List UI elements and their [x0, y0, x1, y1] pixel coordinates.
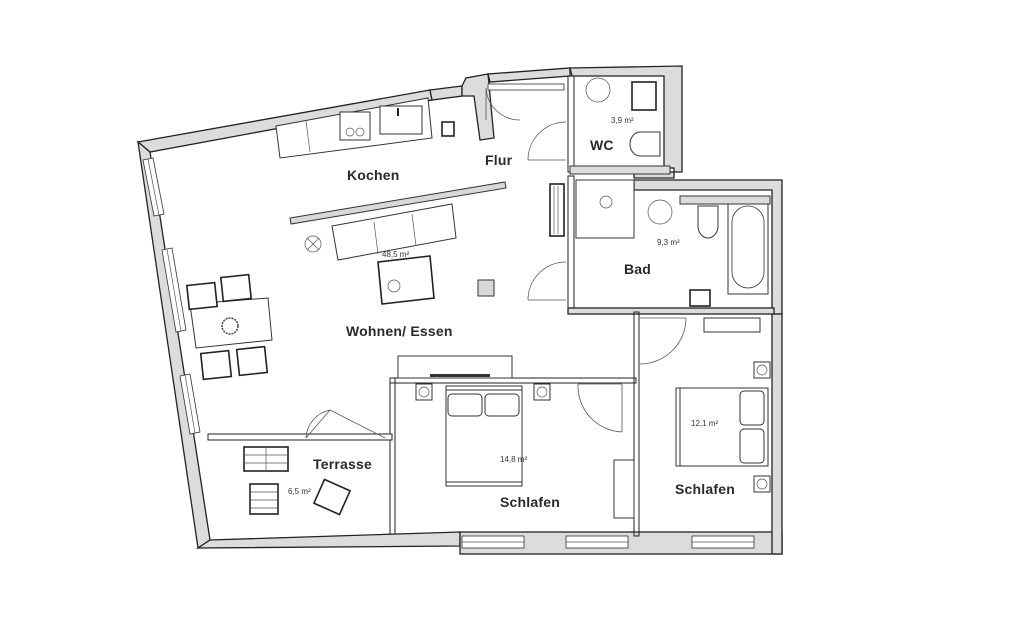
- room-label-schlafen-2: Schlafen: [675, 481, 735, 497]
- coffee-table: [377, 255, 495, 305]
- terrace-furniture: [243, 446, 352, 516]
- tv-board: [397, 355, 513, 379]
- room-area-bad: 9,3 m²: [657, 238, 680, 247]
- bad-fixtures: [575, 179, 771, 307]
- windows-left: [142, 157, 201, 435]
- outer-walls: [136, 65, 783, 555]
- windows-bottom: [461, 83, 755, 549]
- room-label-kochen: Kochen: [347, 167, 400, 183]
- room-label-bad: Bad: [624, 261, 652, 277]
- dining-table: [185, 273, 273, 381]
- room-label-wc: WC: [590, 137, 614, 153]
- sofa: [304, 203, 457, 261]
- room-label-terrasse: Terrasse: [313, 456, 372, 472]
- bed-double-2: [675, 317, 771, 493]
- room-area-schlafen-1: 14,8 m²: [500, 455, 528, 464]
- wc-fixtures: [585, 77, 661, 157]
- room-area-wc: 3,9 m²: [611, 116, 634, 125]
- shoe-rack: [441, 121, 565, 237]
- interior-walls: [207, 75, 775, 537]
- room-area-terrasse: 6,5 m²: [288, 487, 311, 496]
- bed-double-1: [415, 383, 635, 519]
- doors: [305, 87, 687, 439]
- room-label-schlafen-1: Schlafen: [500, 494, 560, 510]
- room-area-wohnen-essen: 48,5 m²: [382, 250, 410, 259]
- room-area-schlafen-2: 12,1 m²: [691, 419, 719, 428]
- room-label-flur: Flur: [485, 152, 513, 168]
- kitchen-counter: [275, 97, 433, 159]
- room-label-wohnen-essen: Wohnen/ Essen: [346, 323, 453, 339]
